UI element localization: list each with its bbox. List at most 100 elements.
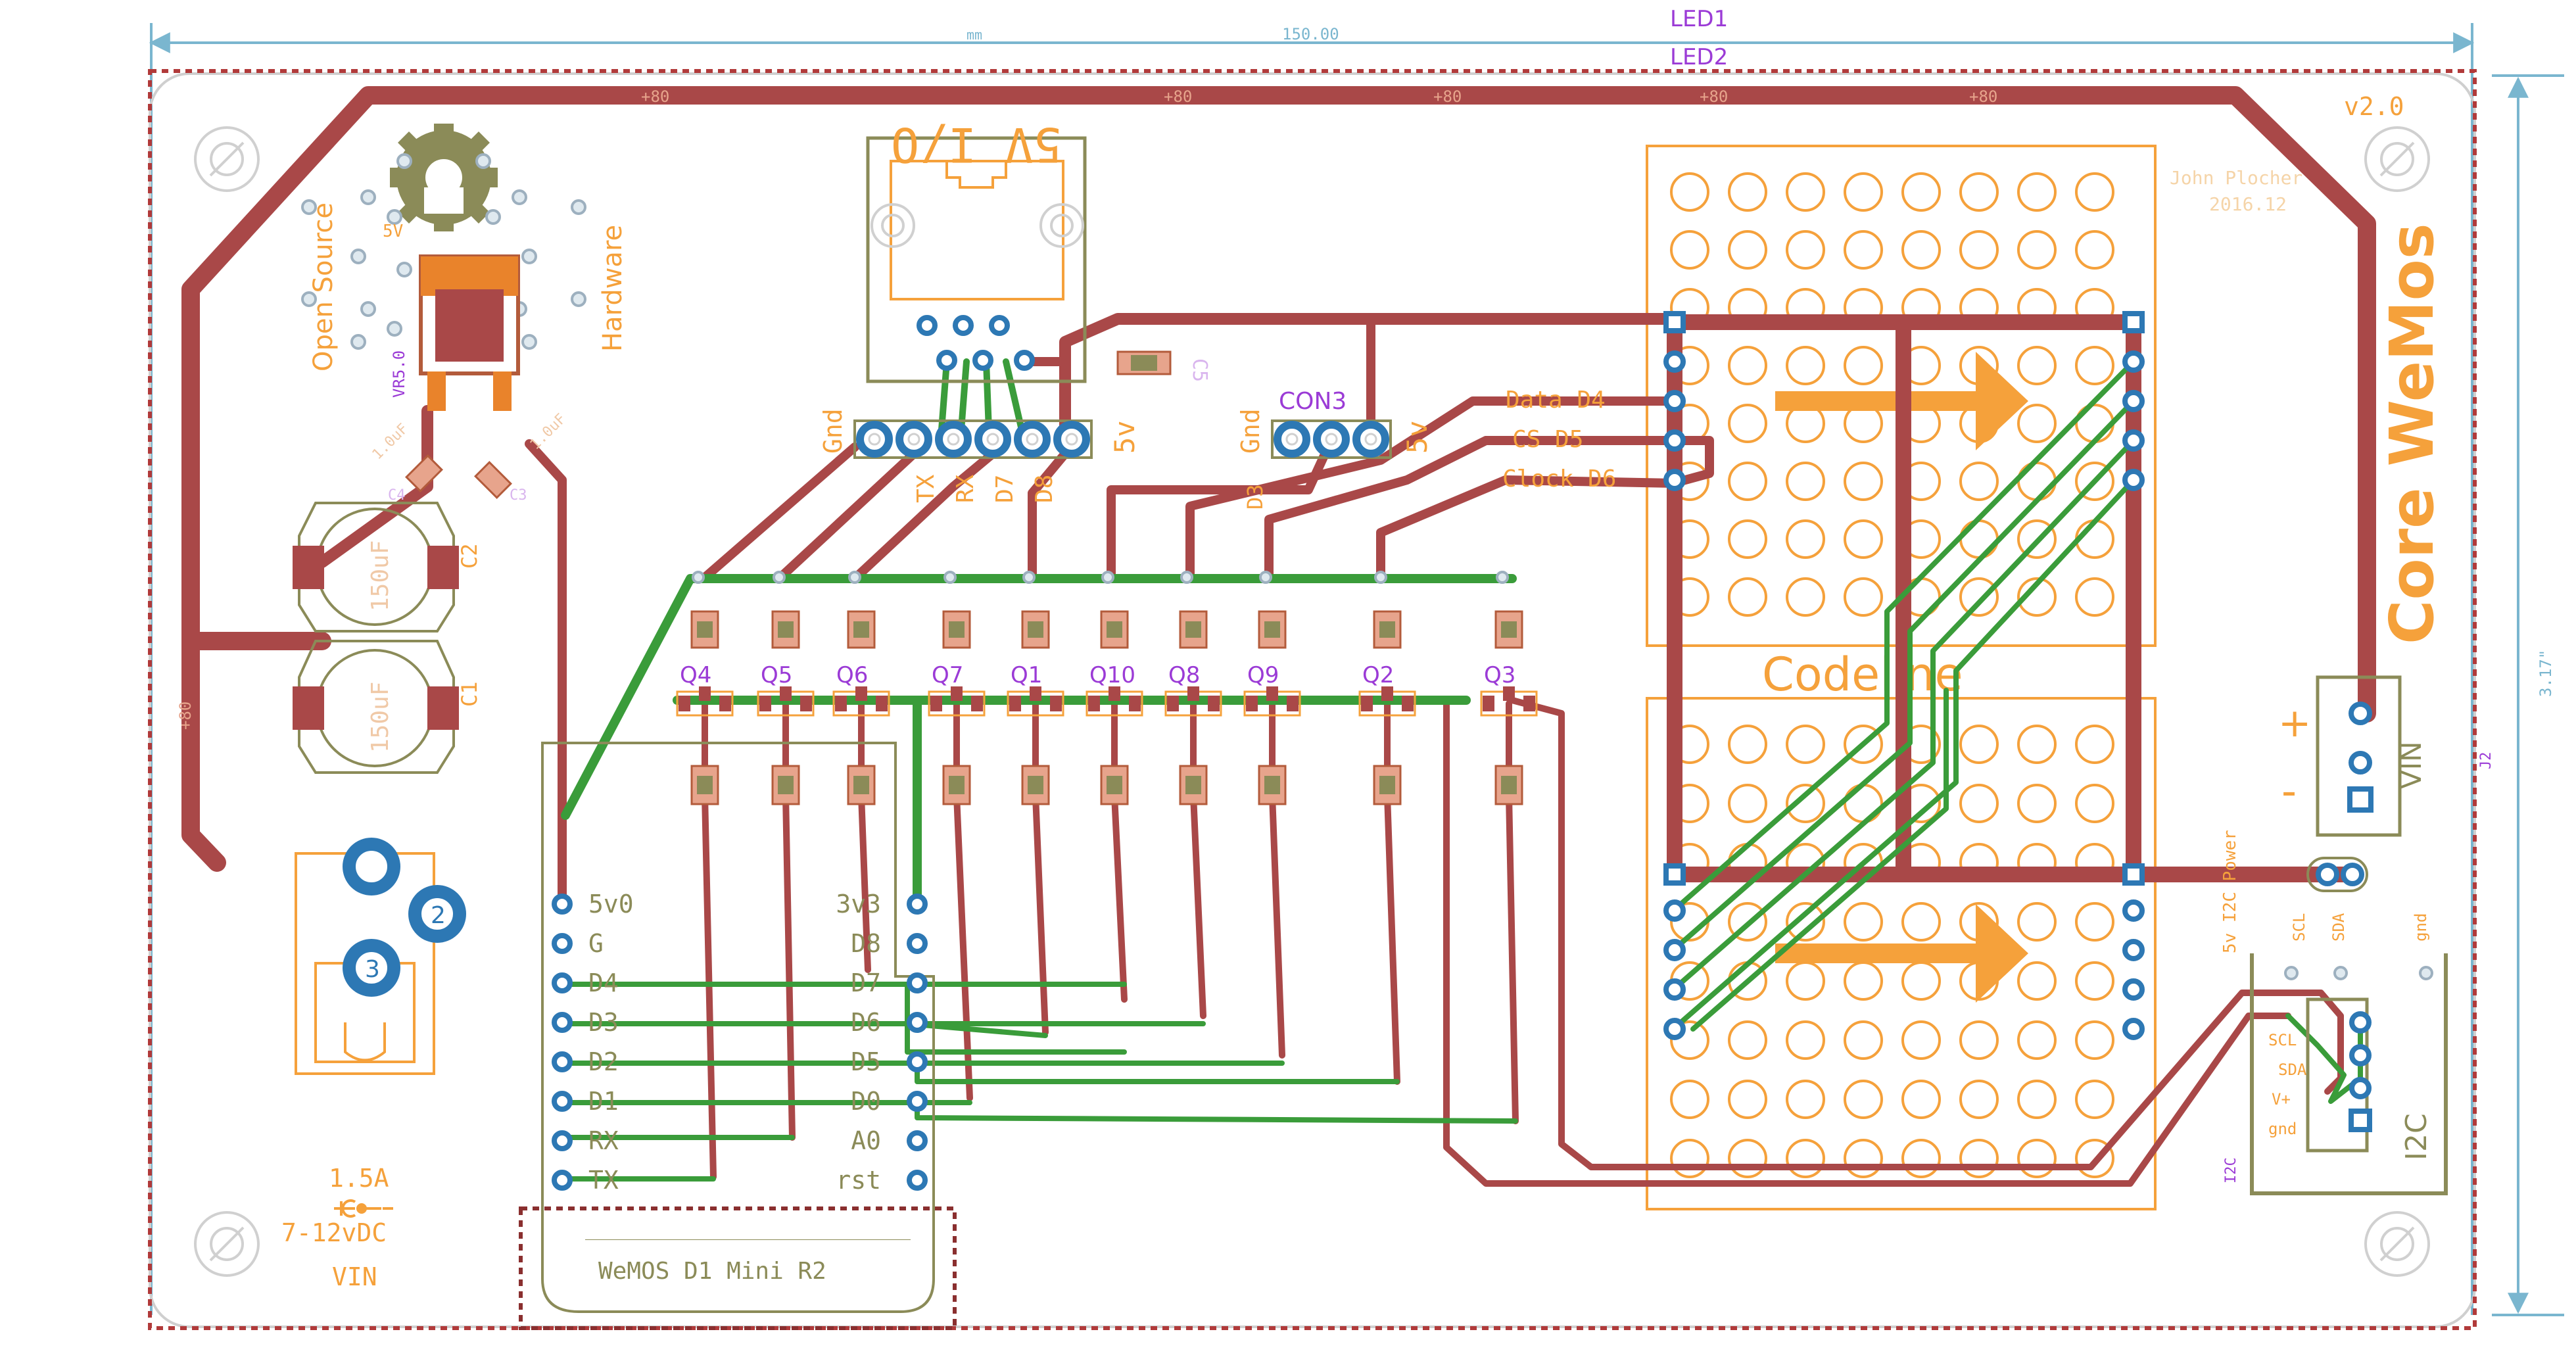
matrix-pad[interactable] [1663,429,1686,452]
transistor-stage: Q3 [1480,571,1538,805]
matrix-pad[interactable] [1663,390,1686,412]
con3-pin-d3: D3 [1243,484,1268,510]
matrix-pad[interactable] [1663,350,1686,373]
i2c-pad-square[interactable] [2349,1109,2372,1132]
i2c-pad[interactable] [2349,1077,2372,1099]
con3-name: CON3 [1279,388,1347,415]
cap-c2-value: 150uF [367,540,394,611]
jack-pin-3: 3 [365,956,380,983]
cap-c1-value: 150uF [367,682,394,753]
matrix-pad[interactable] [1663,1018,1686,1040]
led-dot [1959,519,1999,559]
led-dot [2075,462,2114,501]
led-dot [2075,230,2114,270]
matrix-pad-square[interactable] [1663,311,1686,333]
wemos-pin-right[interactable] [907,933,928,954]
electrolytic-cap-c1 [293,640,459,774]
transistor-pad [835,696,847,711]
matrix-pad[interactable] [2122,939,2145,961]
wemos-pin-left[interactable] [552,972,573,993]
matrix-pad[interactable] [2122,469,2145,491]
transistor-stage: Q4 [676,571,734,805]
d0-route [915,1100,1518,1124]
jack-pad-2[interactable] [408,885,466,943]
vin-pad-1[interactable] [2349,702,2372,725]
led-dot [1844,725,1883,764]
led-dot [1728,725,1767,764]
led-dot [1844,230,1883,270]
i2c-pad[interactable] [2349,1044,2372,1066]
wemos-pin-right[interactable] [907,972,928,993]
wemos-pin-right[interactable] [907,1091,928,1112]
matrix-pad[interactable] [2122,350,2145,373]
matrix-pad[interactable] [1663,939,1686,961]
matrix-pad[interactable] [2122,429,2145,452]
i2c-pad[interactable] [2349,1011,2372,1034]
vin-pad-3[interactable] [2347,786,2373,813]
led-dot [2017,1020,2057,1060]
con3-5v-label: 5v [1401,420,1433,454]
transistor-stage: Q5 [757,571,815,805]
wemos-pin-left[interactable] [552,933,573,954]
led-dot [1901,1020,1941,1060]
data-d4-trace [1185,396,1678,583]
jack-pad-3[interactable] [343,939,400,997]
led-dot [1959,1020,1999,1060]
wemos-pin-left[interactable] [552,894,573,915]
led-dot [2017,404,2057,443]
transistor-label: Q1 [1011,662,1042,688]
led-dot [1844,902,1883,942]
vin-pad-2[interactable] [2349,751,2372,775]
jumper-pad-1[interactable] [2316,863,2339,886]
matrix-pad-square[interactable] [2122,863,2145,886]
matrix-pad-square[interactable] [1663,863,1686,886]
wemos-pin-right[interactable] [907,894,928,915]
led-dot [1786,725,1825,764]
wemos-pin-label-right: rst [836,1166,881,1195]
matrix-pad[interactable] [1663,899,1686,922]
mounting-hole-bottom-right [2364,1211,2430,1277]
jack-pad-1[interactable] [343,838,400,895]
wemos-pin-label-left: RX [588,1126,619,1155]
header-pin-drill [907,433,920,446]
wemos-pin-right[interactable] [907,1051,928,1072]
via [1259,571,1272,584]
led-dot [1901,902,1941,942]
jack-pin-2: 2 [431,902,446,929]
wemos-pin-left[interactable] [552,1091,573,1112]
reg-name: VR5.0 [390,350,408,398]
header-pin-drill [1325,433,1338,446]
wemos-pin-left[interactable] [552,1170,573,1191]
matrix-pad[interactable] [1663,978,1686,1001]
wemos-module [541,742,935,1313]
wemos-pin-left[interactable] [552,1051,573,1072]
matrix-pad-square[interactable] [2122,311,2145,333]
power-current: 1.5A [329,1164,389,1193]
led-dot [1728,784,1767,823]
wemos-pin-label-left: D2 [588,1047,619,1076]
header-pin-drill [986,433,999,446]
wemos-pin-right[interactable] [907,1170,928,1191]
transistor-pad [1402,696,1414,711]
d6-route [905,1021,1127,1055]
led-dot [1786,577,1825,617]
matrix-pad[interactable] [1663,469,1686,491]
led-dot [1786,519,1825,559]
oshw-pad [571,199,586,215]
transistor-pad [1483,696,1494,711]
wemos-pin-right[interactable] [907,1130,928,1151]
i2c-sda-route [1509,697,2344,1170]
small-cap-value-right: 1.0uF [527,411,570,454]
oshw-pad [350,334,366,350]
wemos-pin-left[interactable] [552,1130,573,1151]
wemos-pin-left[interactable] [552,1012,573,1033]
jumper-pad-2[interactable] [2341,863,2364,886]
wemos-pin-right[interactable] [907,1012,928,1033]
matrix-pad[interactable] [2122,899,2145,922]
matrix-pad[interactable] [2122,1018,2145,1040]
matrix-pad[interactable] [2122,390,2145,412]
transistor-pad [930,696,942,711]
matrix-pad[interactable] [2122,978,2145,1001]
led-dot [2075,1080,2114,1119]
led-dot [1786,346,1825,385]
